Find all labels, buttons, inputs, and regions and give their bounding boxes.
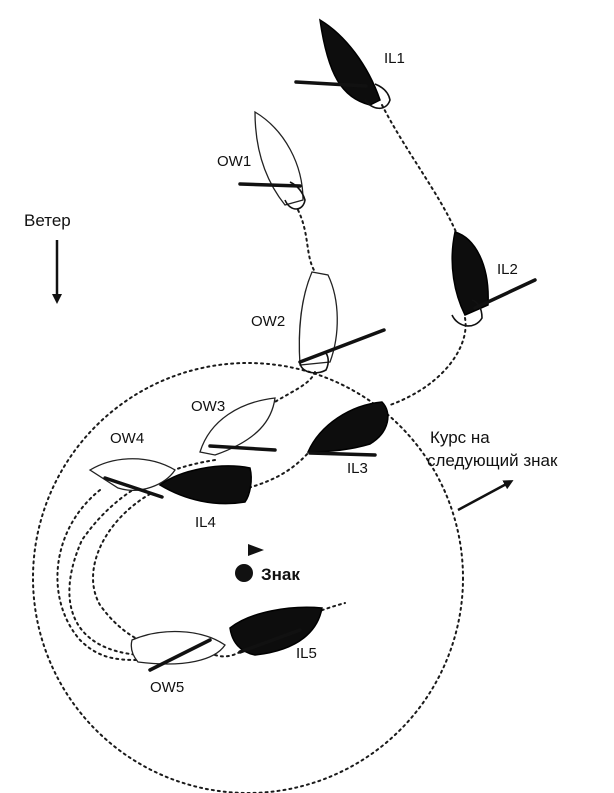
label-course-line1: Курс на xyxy=(430,428,490,447)
mark-buoy xyxy=(235,564,253,582)
label-ow2: OW2 xyxy=(251,313,285,330)
mark-flag xyxy=(248,544,264,556)
label-il3: IL3 xyxy=(347,460,368,477)
label-ow5: OW5 xyxy=(150,679,184,696)
label-il4: IL4 xyxy=(195,514,216,531)
label-ow1: OW1 xyxy=(217,153,251,170)
zone-circle xyxy=(32,362,464,793)
track-outside-boat xyxy=(68,209,316,658)
label-wind: Ветер xyxy=(24,211,71,230)
label-il1: IL1 xyxy=(384,50,405,67)
label-ow3: OW3 xyxy=(191,398,225,415)
label-mark: Знак xyxy=(261,565,300,584)
track-inside-boat xyxy=(92,104,467,651)
boat-ow3 xyxy=(199,397,277,456)
track-outer-loop xyxy=(56,489,141,661)
label-ow4: OW4 xyxy=(110,430,144,447)
boat-il2 xyxy=(451,231,537,327)
boat-il5 xyxy=(229,606,323,656)
boat-il1 xyxy=(294,18,391,110)
label-il5: IL5 xyxy=(296,645,317,662)
boat-il3 xyxy=(306,401,389,457)
label-il2: IL2 xyxy=(497,261,518,278)
boat-ow2 xyxy=(298,271,386,374)
boat-ow5 xyxy=(130,630,226,672)
mark xyxy=(235,544,264,582)
label-course-line2: следующий знак xyxy=(427,451,558,470)
boat-il4 xyxy=(158,465,252,505)
course-arrow xyxy=(457,480,514,512)
boat-ow4 xyxy=(88,458,176,499)
boat-ow1 xyxy=(238,110,306,210)
